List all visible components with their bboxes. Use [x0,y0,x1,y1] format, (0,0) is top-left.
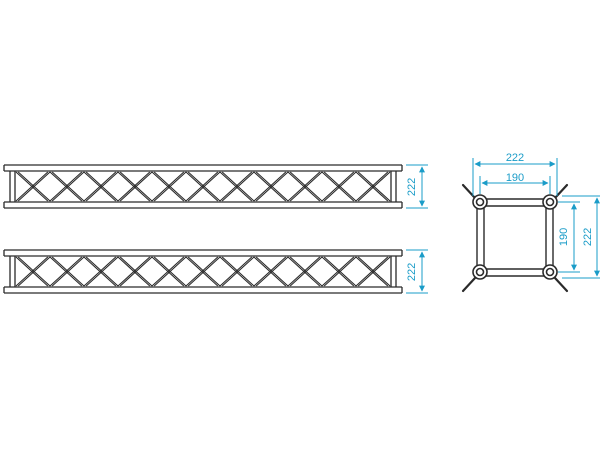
diagonal-brace [51,171,85,202]
diagonal-brace [289,256,323,287]
diagonal-brace [321,256,355,287]
diagonal-brace [187,256,221,287]
truss-side-view-bottom [3,249,403,294]
height-dimension-top: 222 [406,164,428,209]
diagonal-brace [253,171,287,202]
diagonal-brace [219,256,253,287]
diagonal-brace [321,171,355,202]
diagonal-brace [185,171,219,202]
diagonal-brace [355,171,389,202]
height-dimension-bottom: 222 [406,249,428,294]
diagonal-brace [287,171,321,202]
diagonal-brace [153,171,187,202]
diagonal-brace [117,256,151,287]
diagonal-brace [219,171,253,202]
diagonal-brace [151,256,185,287]
truss-side-view-top [3,164,403,209]
diagonal-brace [83,171,117,202]
outer-height-dimension: 222 [562,195,600,279]
diagonal-brace [253,256,287,287]
diagonal-brace [119,171,153,202]
diagonal-brace [83,256,117,287]
diagonal-brace [15,171,49,202]
diagonal-brace [357,171,391,202]
diagonal-brace [289,171,323,202]
diagonal-brace [51,256,85,287]
diagonal-brace [287,256,321,287]
diagonal-brace [119,256,153,287]
diagonal-brace [255,256,289,287]
diagonal-brace [17,256,51,287]
diagonal-brace [323,256,357,287]
outer-width-label: 222 [506,152,524,164]
diagonal-brace [221,171,255,202]
diagonal-brace [49,171,83,202]
outer-width-dimension: 222 [472,152,558,196]
truss-cross-section [461,183,569,293]
diagonal-brace [151,171,185,202]
height-label-top: 222 [406,178,418,196]
inner-width-dimension: 190 [479,172,551,194]
height-label-bottom: 222 [406,263,418,281]
outer-height-label: 222 [582,228,594,246]
diagonal-brace [85,256,119,287]
diagonal-brace [153,256,187,287]
diagonal-brace [15,256,49,287]
inner-height-dimension: 190 [558,201,580,273]
diagonal-brace [17,171,51,202]
diagonal-brace [185,256,219,287]
inner-width-label: 190 [506,172,524,184]
diagonal-brace [85,171,119,202]
inner-height-label: 190 [558,228,570,246]
diagonal-brace [355,256,389,287]
diagonal-brace [323,171,357,202]
diagonal-brace [187,171,221,202]
diagonal-brace [49,256,83,287]
diagonal-brace [117,171,151,202]
diagonal-brace [221,256,255,287]
diagonal-brace [357,256,391,287]
diagonal-brace [255,171,289,202]
